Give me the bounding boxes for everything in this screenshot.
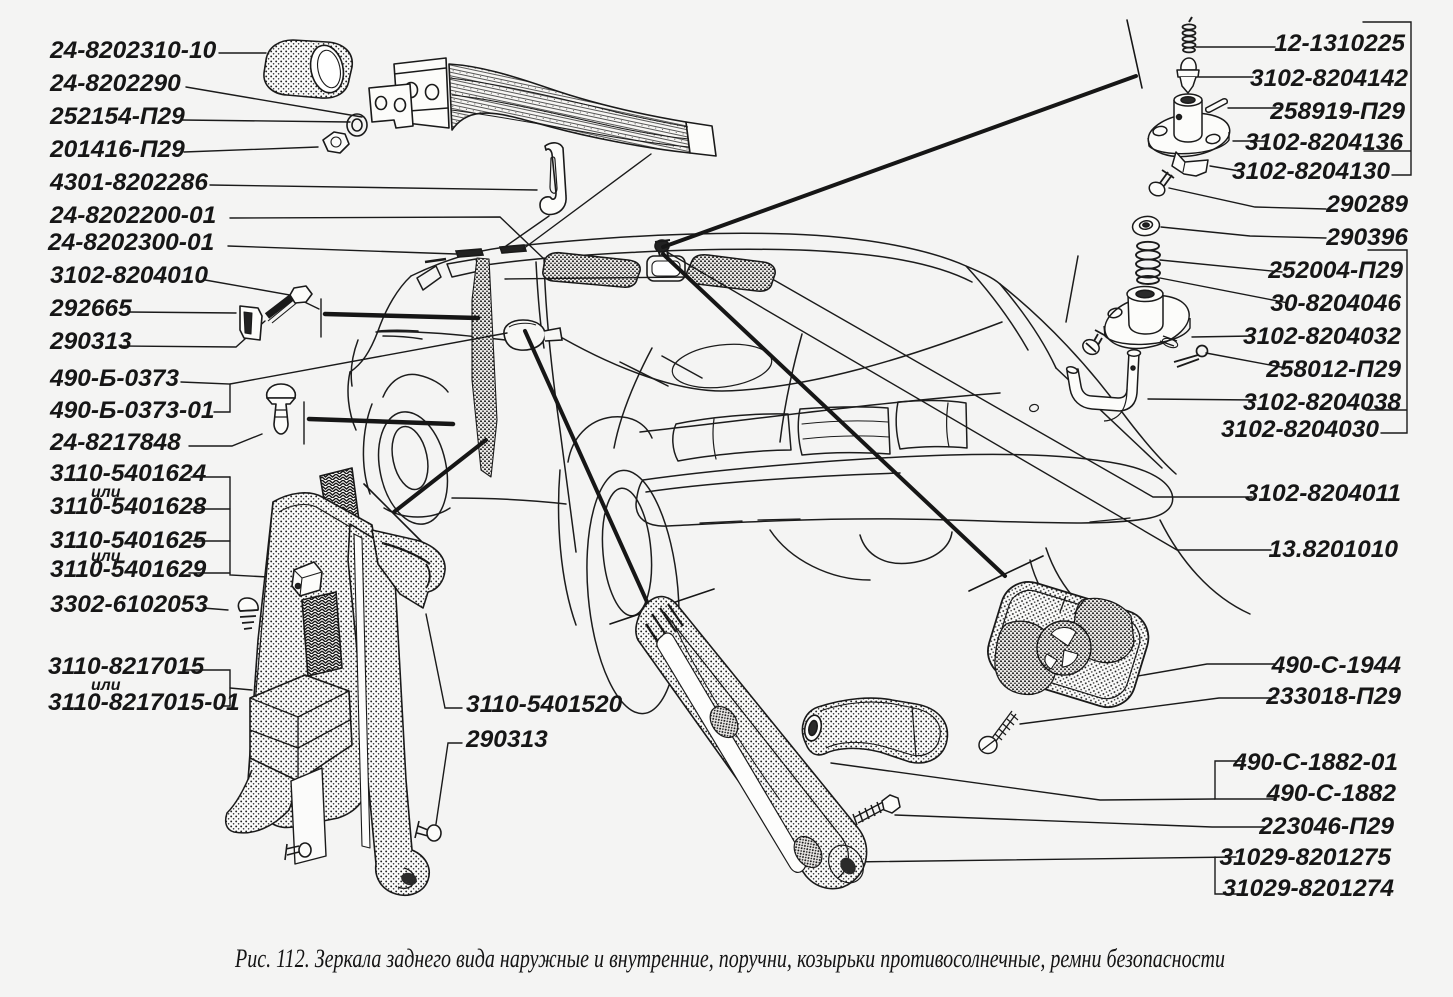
svg-text:223046-П29: 223046-П29 xyxy=(1258,813,1394,840)
svg-text:233018-П29: 233018-П29 xyxy=(1265,683,1401,710)
svg-text:3110-5401628: 3110-5401628 xyxy=(50,493,207,520)
svg-text:13.8201010: 13.8201010 xyxy=(1269,536,1399,563)
svg-text:490-С-1944: 490-С-1944 xyxy=(1271,652,1402,679)
svg-text:3102-8204011: 3102-8204011 xyxy=(1245,480,1401,507)
svg-text:292665: 292665 xyxy=(49,295,132,322)
svg-text:201416-П29: 201416-П29 xyxy=(49,136,185,163)
svg-text:252154-П29: 252154-П29 xyxy=(49,103,185,130)
svg-text:или: или xyxy=(91,548,121,565)
svg-text:290313: 290313 xyxy=(465,726,548,753)
svg-text:или: или xyxy=(91,677,121,694)
svg-text:3102-8204038: 3102-8204038 xyxy=(1243,389,1401,416)
svg-text:490-С-1882: 490-С-1882 xyxy=(1266,780,1397,807)
svg-text:3110-5401520: 3110-5401520 xyxy=(466,691,623,718)
svg-text:252004-П29: 252004-П29 xyxy=(1267,257,1403,284)
svg-text:3110-8217015-01: 3110-8217015-01 xyxy=(48,689,240,716)
svg-text:24-8202310-10: 24-8202310-10 xyxy=(49,37,217,64)
svg-text:3110-5401629: 3110-5401629 xyxy=(50,556,207,583)
svg-text:Рис. 112. Зеркала заднего вида: Рис. 112. Зеркала заднего вида наружные … xyxy=(234,944,1225,973)
svg-text:290396: 290396 xyxy=(1325,224,1408,251)
svg-text:490-Б-0373-01: 490-Б-0373-01 xyxy=(49,397,214,424)
svg-text:3102-8204032: 3102-8204032 xyxy=(1243,323,1401,350)
svg-text:258012-П29: 258012-П29 xyxy=(1265,356,1401,383)
svg-text:3102-8204136: 3102-8204136 xyxy=(1245,129,1403,156)
svg-text:31029-8201274: 31029-8201274 xyxy=(1222,875,1394,902)
svg-text:3110-8217015: 3110-8217015 xyxy=(48,653,205,680)
svg-text:490-Б-0373: 490-Б-0373 xyxy=(49,365,179,392)
svg-text:3102-8204030: 3102-8204030 xyxy=(1221,416,1379,443)
svg-text:3102-8204130: 3102-8204130 xyxy=(1232,158,1390,185)
svg-text:3110-5401624: 3110-5401624 xyxy=(50,460,207,487)
svg-text:12-1310225: 12-1310225 xyxy=(1274,30,1405,57)
svg-text:4301-8202286: 4301-8202286 xyxy=(49,169,208,196)
svg-text:24-8217848: 24-8217848 xyxy=(49,429,181,456)
svg-text:258919-П29: 258919-П29 xyxy=(1269,98,1405,125)
svg-text:или: или xyxy=(91,484,121,501)
svg-text:490-С-1882-01: 490-С-1882-01 xyxy=(1232,749,1398,776)
svg-text:3102-8204142: 3102-8204142 xyxy=(1250,65,1408,92)
svg-text:24-8202200-01: 24-8202200-01 xyxy=(49,202,216,229)
svg-text:290313: 290313 xyxy=(49,328,132,355)
svg-text:24-8202290: 24-8202290 xyxy=(49,70,181,97)
svg-text:31029-8201275: 31029-8201275 xyxy=(1219,844,1391,871)
svg-text:3102-8204010: 3102-8204010 xyxy=(50,262,208,289)
svg-text:3302-6102053: 3302-6102053 xyxy=(50,591,208,618)
svg-text:24-8202300-01: 24-8202300-01 xyxy=(47,229,214,256)
svg-text:30-8204046: 30-8204046 xyxy=(1270,290,1401,317)
svg-text:290289: 290289 xyxy=(1325,191,1408,218)
svg-text:3110-5401625: 3110-5401625 xyxy=(50,527,207,554)
